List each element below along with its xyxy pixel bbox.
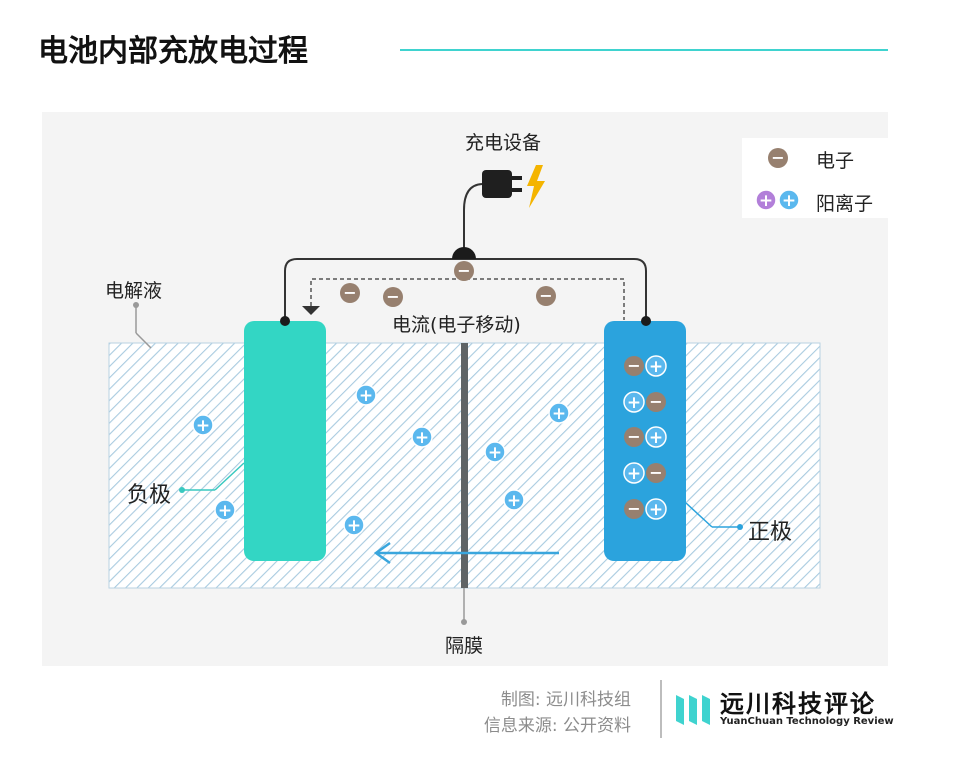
negative-electrode [244,321,326,561]
separator-bar [461,343,468,588]
svg-text:+: + [649,500,663,520]
credit-line-2: 信息来源: 公开资料 [483,716,631,736]
brand-name-en: YuanChuan Technology Review [720,716,894,727]
svg-text:−: − [386,287,399,306]
electron: − [536,286,556,306]
svg-text:+: + [218,501,232,521]
charger-label: 充电设备 [465,132,542,154]
current-label: 电流(电子移动) [392,314,521,336]
electron-path-arrowhead [302,306,320,315]
cation: + [411,426,433,448]
legend-electron-icon: − [768,148,788,168]
negative-pointer-dot [179,487,185,493]
electrolyte-label: 电解液 [105,280,163,302]
svg-text:−: − [627,499,640,518]
positive-terminal-dot [641,316,651,326]
cation: + [343,514,365,536]
legend-cation-purple-icon: + [755,189,777,211]
title-divider [400,49,888,51]
positive-label: 正极 [748,520,793,545]
svg-text:+: + [552,404,566,424]
wire-junction [452,247,476,259]
cation: + [192,414,214,436]
positive-pointer-d [685,502,713,528]
separator-label: 隔膜 [445,635,484,657]
negative-terminal-dot [280,316,290,326]
legend-electron-label: 电子 [816,150,855,172]
svg-text:+: + [347,516,361,536]
svg-text:−: − [649,463,662,482]
svg-text:+: + [488,443,502,463]
current-arrow-head [373,541,391,565]
ion-pair: − + [624,498,667,520]
cation: + [355,384,377,406]
credit-line-1: 制图: 远川科技组 [500,690,631,710]
svg-text:−: − [343,283,356,302]
negative-label: 负极 [127,483,172,508]
legend-icons: − + + [755,148,800,211]
electron: − [454,261,474,281]
plug-icon [482,170,512,198]
svg-text:+: + [649,428,663,448]
svg-text:+: + [649,357,663,377]
electron: − [383,287,403,307]
svg-text:+: + [415,428,429,448]
brand-logo-icon [676,695,710,725]
cation: + [503,489,525,511]
legend-cation-blue-icon: + [778,189,800,211]
svg-text:−: − [539,286,552,305]
brand-name: 远川科技评论 [720,690,876,718]
ion-pair: + − [623,391,666,413]
page-title: 电池内部充放电过程 [38,34,308,69]
negative-pointer-d [214,462,245,491]
positive-electrode [604,321,686,561]
footer-separator [660,680,662,738]
separator-pointer-dot [461,619,467,625]
svg-text:−: − [771,148,784,167]
cation: + [548,402,570,424]
electrolyte-pointer-d [135,332,152,349]
positive-pointer-dot [737,524,743,530]
svg-text:+: + [627,464,641,484]
svg-text:+: + [759,191,773,211]
svg-text:+: + [196,416,210,436]
svg-text:−: − [627,427,640,446]
ion-pair: − + [624,355,667,377]
svg-text:−: − [627,356,640,375]
legend-cation-label: 阳离子 [816,193,874,215]
ion-pair: − + [624,426,667,448]
svg-text:−: − [457,261,470,280]
charger-cable [463,183,483,259]
svg-text:+: + [359,386,373,406]
svg-text:+: + [627,393,641,413]
svg-text:+: + [782,191,796,211]
lightning-bolt-icon [527,165,545,208]
cation: + [484,441,506,463]
ion-pair: + − [623,462,666,484]
electrolyte-pointer-dot [133,302,139,308]
electron: − [340,283,360,303]
svg-text:+: + [507,491,521,511]
cation: + [214,499,236,521]
svg-text:−: − [649,392,662,411]
